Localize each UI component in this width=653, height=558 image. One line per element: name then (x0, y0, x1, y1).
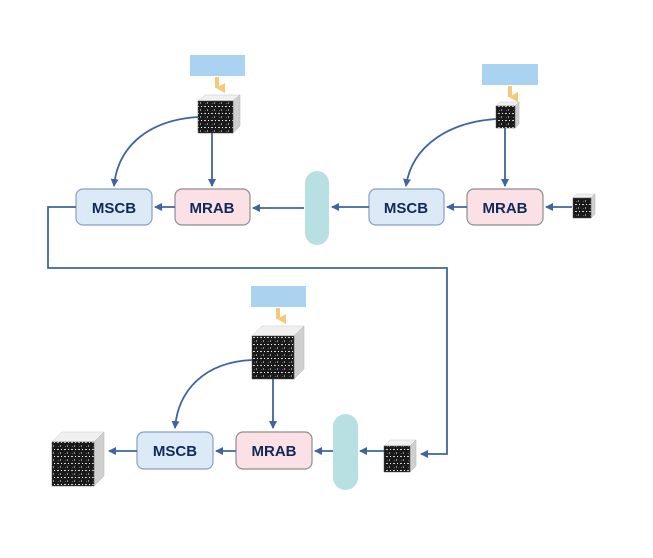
stage2-input-cube (572, 193, 596, 219)
stage2: MSCB MRAB (331, 64, 596, 226)
fusion-node-1 (305, 171, 329, 245)
stage2-mrab-block: MRAB (466, 188, 544, 226)
stage3-input-cube (383, 439, 417, 473)
stage2-feature-cube (495, 101, 520, 129)
fusion-node-2 (333, 414, 358, 490)
stage1-mscb-label: MSCB (92, 200, 136, 217)
stage3: MSCB MRAB (51, 286, 417, 487)
stage3-feature-cube (251, 325, 305, 380)
stage2-input-bar (482, 64, 538, 85)
stage3-input-bar (251, 286, 306, 307)
stage3-skip-connector (171, 359, 253, 429)
stage2-skip-connector (403, 118, 497, 187)
stage1-skip-connector (110, 116, 199, 187)
stage3-mrab-block: MRAB (235, 431, 313, 470)
stage1-feature-cube (197, 94, 241, 134)
stage1-mrab-label: MRAB (190, 200, 235, 217)
stage2-mrab-label: MRAB (483, 200, 528, 217)
stage1-mscb-block: MSCB (75, 188, 153, 226)
stage3-mscb-block: MSCB (136, 431, 214, 470)
output-image-cube (51, 431, 105, 487)
stage2-mscb-block: MSCB (368, 188, 445, 226)
stage2-mscb-label: MSCB (384, 200, 428, 217)
stage1-mrab-block: MRAB (174, 188, 251, 226)
stage1: MSCB MRAB (75, 55, 304, 226)
cross-stage-connector (47, 206, 448, 458)
stage3-mscb-label: MSCB (153, 443, 197, 460)
stage3-mrab-label: MRAB (252, 443, 297, 460)
stage1-input-bar (190, 55, 245, 76)
